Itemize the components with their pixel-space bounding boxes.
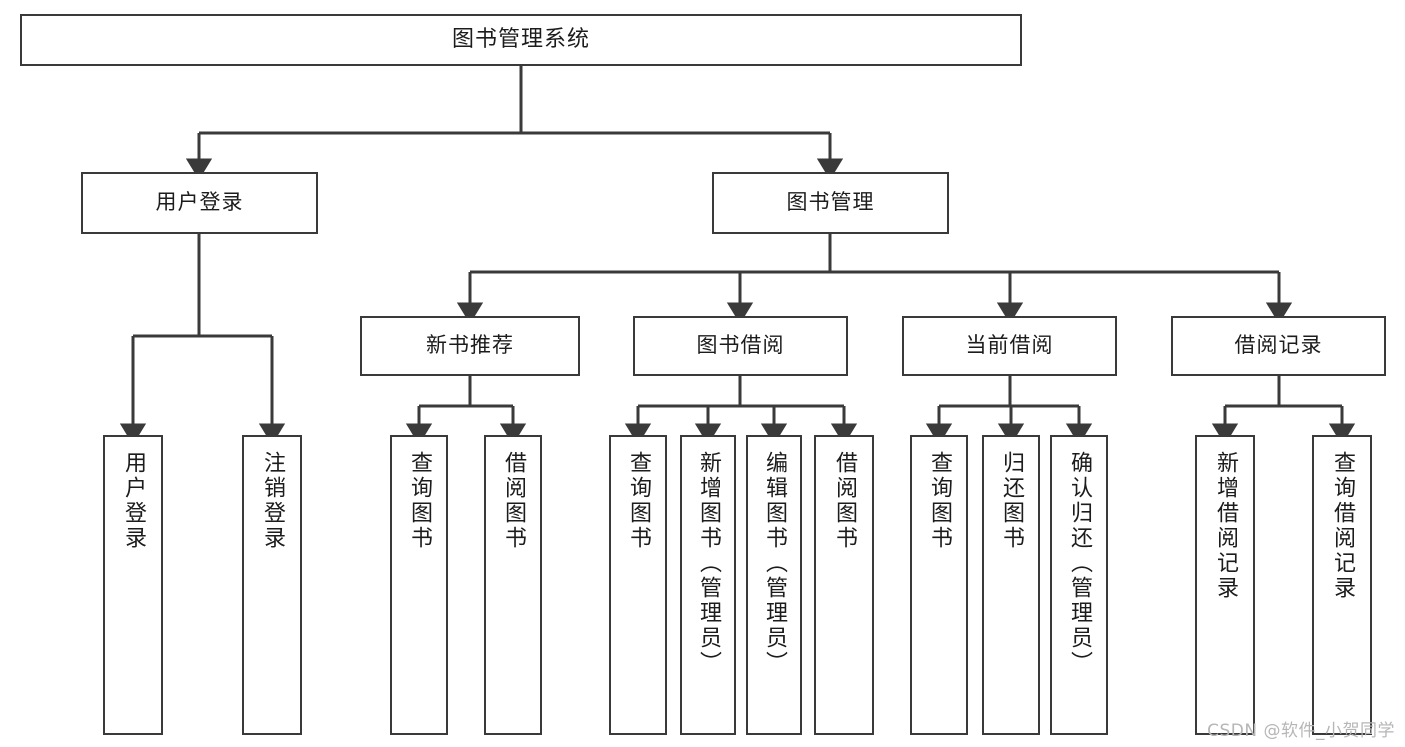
- node-user-login-label: 用户登录: [155, 190, 244, 215]
- leaf-borrow-book-2-label: 借阅图书: [832, 451, 857, 551]
- leaf-return-book-label: 归还图书: [999, 451, 1024, 551]
- leaf-add-record-label: 新增借阅记录: [1213, 451, 1238, 601]
- leaf-query-record-label: 查询借阅记录: [1330, 451, 1355, 601]
- node-user-login[interactable]: 用户登录: [81, 172, 318, 234]
- leaf-logout[interactable]: 注销登录: [242, 435, 302, 735]
- leaf-confirm-return[interactable]: 确认归还（管理员）: [1050, 435, 1108, 735]
- leaf-return-book[interactable]: 归还图书: [982, 435, 1040, 735]
- leaf-add-book-label: 新增图书（管理员）: [696, 451, 721, 676]
- leaf-query-book-3-label: 查询图书: [927, 451, 952, 551]
- node-borrow-record[interactable]: 借阅记录: [1171, 316, 1386, 376]
- node-book-borrow-label: 图书借阅: [696, 333, 785, 358]
- node-borrow-record-label: 借阅记录: [1234, 333, 1323, 358]
- leaf-add-book[interactable]: 新增图书（管理员）: [680, 435, 736, 735]
- leaf-query-book-2[interactable]: 查询图书: [609, 435, 667, 735]
- node-book-manage[interactable]: 图书管理: [712, 172, 949, 234]
- leaf-borrow-book-1-label: 借阅图书: [501, 451, 526, 551]
- leaf-borrow-book-2[interactable]: 借阅图书: [814, 435, 874, 735]
- node-current-borrow[interactable]: 当前借阅: [902, 316, 1117, 376]
- leaf-query-book-2-label: 查询图书: [626, 451, 651, 551]
- leaf-edit-book-label: 编辑图书（管理员）: [762, 451, 787, 676]
- leaf-query-book-1[interactable]: 查询图书: [390, 435, 448, 735]
- leaf-user-login-label: 用户登录: [121, 451, 146, 551]
- leaf-edit-book[interactable]: 编辑图书（管理员）: [746, 435, 802, 735]
- leaf-query-record[interactable]: 查询借阅记录: [1312, 435, 1372, 735]
- leaf-query-book-1-label: 查询图书: [407, 451, 432, 551]
- leaf-query-book-3[interactable]: 查询图书: [910, 435, 968, 735]
- csdn-watermark: CSDN @软件_小贺同学: [1207, 721, 1395, 741]
- leaf-borrow-book-1[interactable]: 借阅图书: [484, 435, 542, 735]
- node-root-label: 图书管理系统: [451, 26, 590, 52]
- leaf-confirm-return-label: 确认归还（管理员）: [1067, 451, 1092, 676]
- node-book-borrow[interactable]: 图书借阅: [633, 316, 848, 376]
- node-root[interactable]: 图书管理系统: [20, 14, 1022, 66]
- node-current-borrow-label: 当前借阅: [965, 333, 1054, 358]
- leaf-logout-label: 注销登录: [260, 451, 285, 551]
- leaf-user-login[interactable]: 用户登录: [103, 435, 163, 735]
- node-new-book-rec[interactable]: 新书推荐: [360, 316, 580, 376]
- node-new-book-rec-label: 新书推荐: [426, 333, 514, 358]
- leaf-add-record[interactable]: 新增借阅记录: [1195, 435, 1255, 735]
- node-book-manage-label: 图书管理: [786, 190, 875, 215]
